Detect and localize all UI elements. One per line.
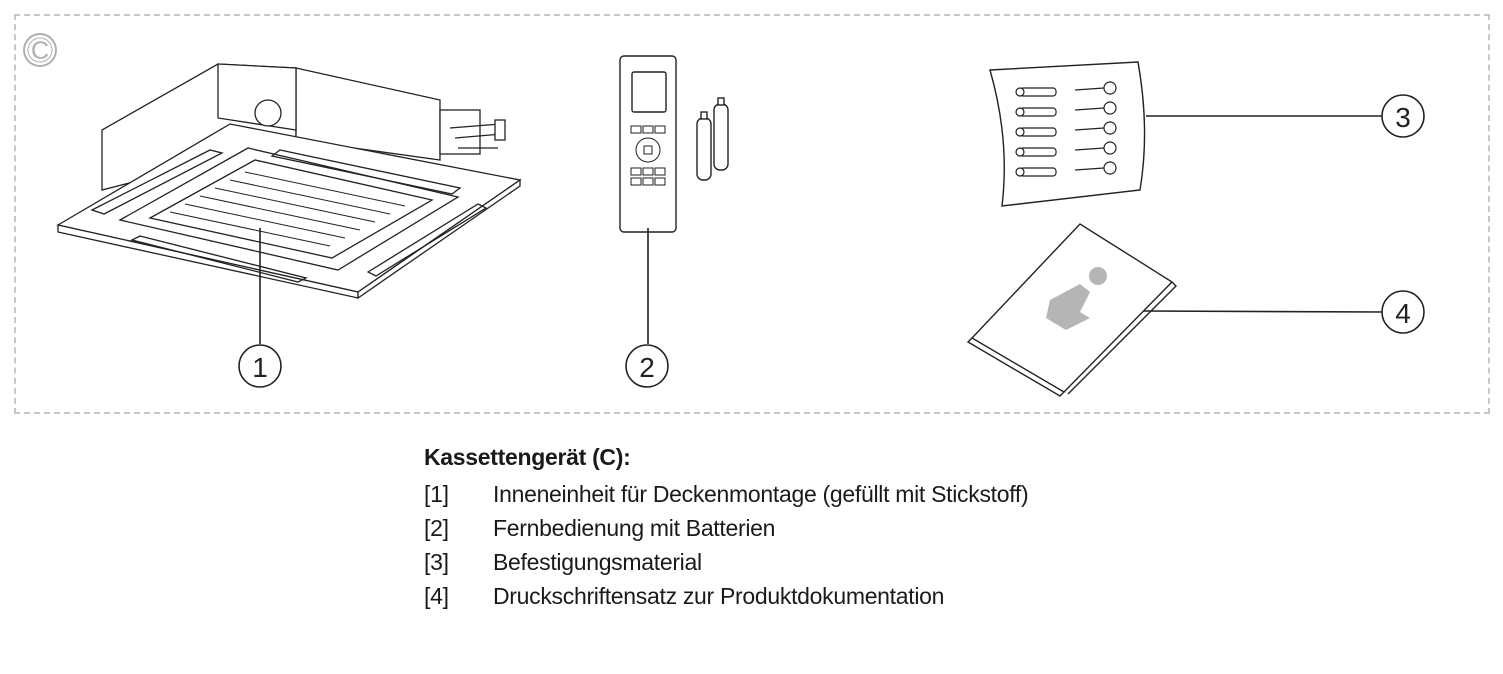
legend-item-text: Druckschriftensatz zur Produktdokumentat… bbox=[493, 583, 945, 609]
callout-1-label: 1 bbox=[252, 352, 268, 383]
legend-item-number: [3] bbox=[424, 549, 449, 575]
legend-title: Kassettengerät (C): bbox=[424, 444, 631, 470]
callout-3-label: 3 bbox=[1395, 102, 1411, 133]
documentation-booklet-drawing bbox=[966, 223, 1177, 397]
callout-1: 1 bbox=[238, 344, 282, 388]
legend-item-number: [1] bbox=[424, 481, 449, 507]
callout-4: 4 bbox=[1381, 290, 1425, 334]
variant-mark-label: C bbox=[31, 37, 49, 65]
legend: Kassettengerät (C): [1] Inneneinheit für… bbox=[424, 444, 1224, 613]
fixing-material-drawing bbox=[989, 61, 1146, 207]
legend-item: [3] Befestigungsmaterial bbox=[424, 545, 1224, 579]
callout-4-label: 4 bbox=[1395, 298, 1411, 329]
legend-item-text: Befestigungsmaterial bbox=[493, 549, 702, 575]
scope-of-delivery-illustration: C bbox=[23, 33, 1425, 397]
callout-2: 2 bbox=[625, 344, 669, 388]
legend-item: [4] Druckschriftensatz zur Produktdokume… bbox=[424, 579, 1224, 613]
callout-2-label: 2 bbox=[639, 352, 655, 383]
legend-item-text: Fernbedienung mit Batterien bbox=[493, 515, 776, 541]
legend-item: [2] Fernbedienung mit Batterien bbox=[424, 511, 1224, 545]
figure-frame bbox=[14, 14, 1490, 414]
cassette-unit-drawing bbox=[56, 63, 522, 300]
variant-c-mark: C bbox=[23, 33, 57, 67]
legend-item: [1] Inneneinheit für Deckenmontage (gefü… bbox=[424, 477, 1224, 511]
legend-item-text: Inneneinheit für Deckenmontage (gefüllt … bbox=[493, 481, 1029, 507]
callout-3: 3 bbox=[1381, 94, 1425, 138]
info-icon bbox=[1046, 267, 1107, 330]
callout-leaders bbox=[259, 115, 1383, 344]
remote-control-drawing bbox=[619, 55, 729, 233]
legend-item-number: [4] bbox=[424, 583, 449, 609]
legend-item-number: [2] bbox=[424, 515, 449, 541]
